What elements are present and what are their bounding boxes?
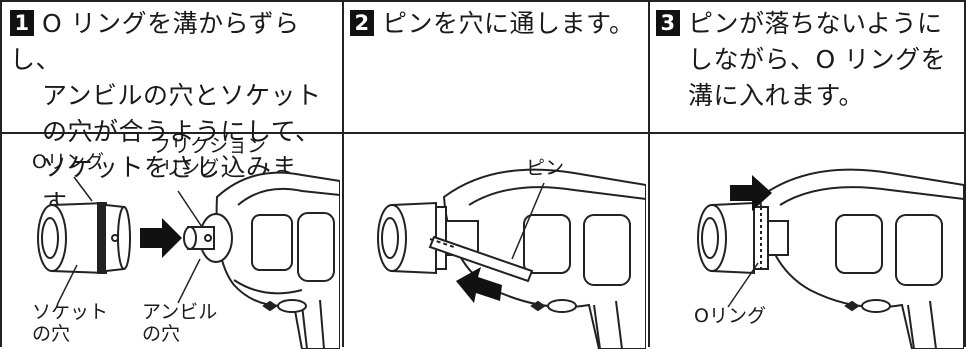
anvil-1 bbox=[183, 213, 233, 263]
figure-1-illustration bbox=[37, 171, 340, 349]
leader-o-ring-3 bbox=[727, 262, 759, 308]
socket-2 bbox=[377, 201, 479, 275]
label-o-ring: Oリング bbox=[32, 151, 104, 173]
socket-1 bbox=[37, 201, 131, 275]
insert-arrow-2 bbox=[456, 267, 502, 303]
step-3-line-1: ピンが落ちないように bbox=[688, 9, 943, 38]
step-3-number: 3 bbox=[656, 10, 680, 36]
column-divider-2 bbox=[648, 2, 650, 347]
pin bbox=[428, 235, 534, 283]
step-3-line-2: しながら、O リングを bbox=[688, 45, 947, 74]
driver-body-3 bbox=[758, 168, 964, 349]
label-anvil-hole-1: アンビル bbox=[142, 301, 218, 323]
label-friction-ring-2: リング bbox=[162, 157, 220, 179]
label-socket-hole-1: ソケット bbox=[32, 301, 109, 323]
label-o-ring-3: Oリング bbox=[694, 305, 766, 327]
step-2-number: 2 bbox=[350, 10, 374, 36]
column-divider-1 bbox=[342, 2, 344, 347]
step-1-line-3: の穴が合うようにして、 bbox=[42, 117, 321, 146]
label-pin: ピン bbox=[526, 157, 565, 179]
figure-3: Oリング bbox=[650, 135, 964, 349]
leader-pin bbox=[511, 182, 545, 260]
step-2-line-1: ピンを穴に通します。 bbox=[382, 9, 635, 38]
socket-3 bbox=[697, 201, 789, 275]
step-1-line-2: アンビルの穴とソケット bbox=[42, 81, 322, 110]
step-3-line-3: 溝に入れます。 bbox=[688, 81, 865, 110]
driver-body-2 bbox=[442, 168, 646, 349]
label-anvil-hole-2: の穴 bbox=[142, 323, 181, 345]
push-arrow-3 bbox=[730, 175, 772, 211]
step-3-text: 3 ピンが落ちないように しながら、O リングを 溝に入れます。 bbox=[656, 6, 962, 114]
step-1-line-1: O リングを溝からずらし、 bbox=[10, 9, 300, 74]
figure-3-illustration bbox=[697, 168, 964, 349]
insert-arrow-1 bbox=[140, 218, 182, 258]
figure-2-illustration bbox=[377, 168, 646, 349]
driver-body-1 bbox=[215, 171, 340, 349]
step-1-number: 1 bbox=[10, 10, 34, 36]
leaders-1 bbox=[57, 176, 203, 304]
figure-2: ピン bbox=[344, 135, 646, 349]
figure-1: Oリング フリクション リング ソケット の穴 アンビル の穴 bbox=[2, 135, 340, 349]
row-divider bbox=[2, 132, 964, 134]
step-2-text: 2 ピンを穴に通します。 bbox=[350, 6, 646, 42]
label-socket-hole-2: の穴 bbox=[32, 323, 71, 345]
label-friction-ring-1: フリクション bbox=[152, 135, 267, 157]
